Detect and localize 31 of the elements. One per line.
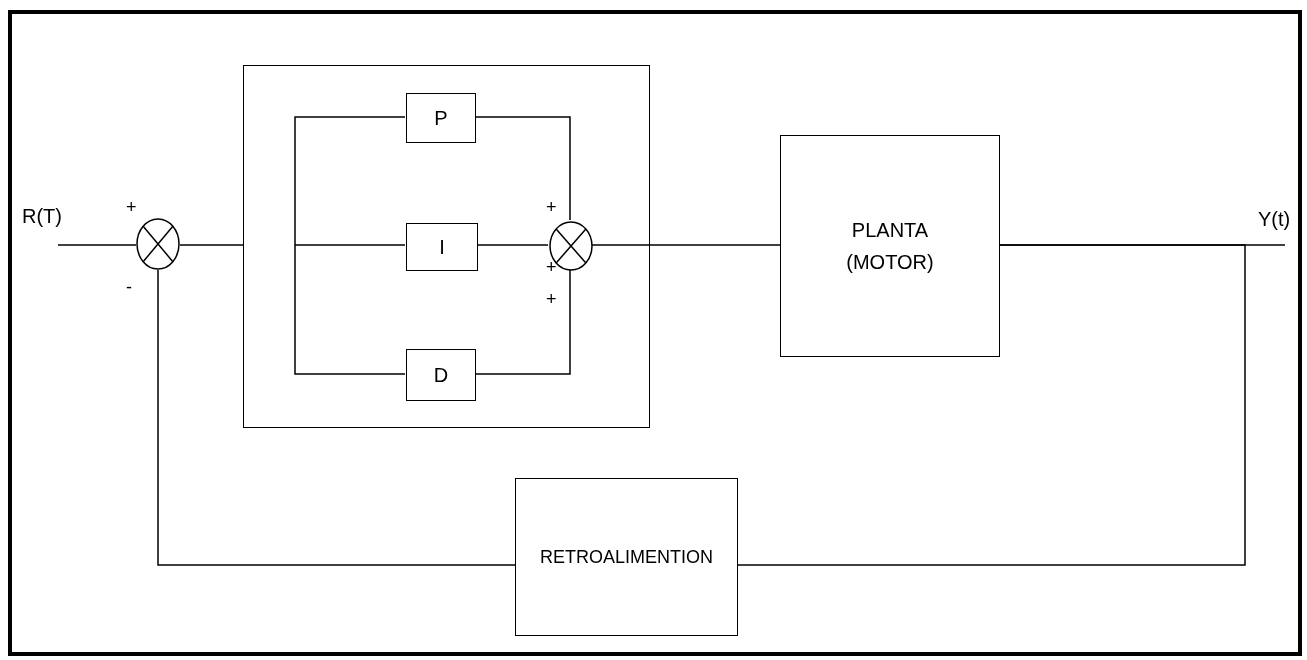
summing-junction bbox=[549, 221, 593, 271]
controller-box bbox=[243, 65, 650, 428]
sign-label: + bbox=[126, 198, 137, 216]
block-box bbox=[406, 93, 476, 143]
signal-line bbox=[294, 244, 406, 375]
signal-line bbox=[179, 244, 244, 246]
block-label: D bbox=[433, 363, 449, 388]
block-label: RETROALIMENTION bbox=[540, 545, 713, 569]
sign-label: + bbox=[546, 290, 557, 308]
block-box bbox=[780, 135, 1000, 357]
block-box bbox=[406, 349, 476, 401]
signal-label: R(T) bbox=[22, 205, 62, 227]
signal-line bbox=[476, 244, 549, 246]
summing-junction bbox=[136, 218, 180, 270]
signal-line bbox=[474, 116, 571, 221]
signal-line bbox=[294, 244, 406, 246]
block-label: P bbox=[434, 106, 448, 131]
sign-label: + bbox=[546, 198, 557, 216]
block-box bbox=[515, 478, 738, 636]
signal-line bbox=[57, 244, 137, 246]
signal-line bbox=[737, 244, 1246, 566]
block-label: PLANTA (MOTOR) bbox=[845, 218, 935, 275]
signal-line bbox=[294, 116, 406, 246]
signal-line bbox=[474, 269, 571, 375]
sign-label: - bbox=[126, 278, 132, 296]
block-box bbox=[406, 223, 478, 271]
signal-line bbox=[157, 269, 516, 566]
signal-label: Y(t) bbox=[1258, 208, 1291, 230]
block-label: I bbox=[439, 235, 445, 260]
sign-label: + bbox=[546, 258, 557, 276]
signal-line bbox=[591, 244, 781, 246]
